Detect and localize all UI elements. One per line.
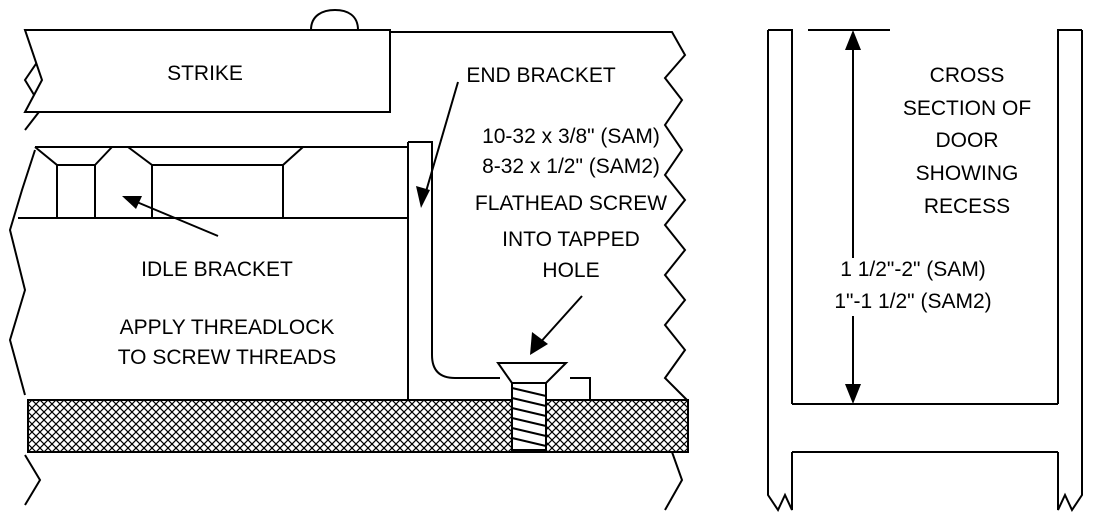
- door-left-wall: [767, 29, 793, 513]
- screw-spec-line-1: 10-32 x 3/8" (SAM): [482, 125, 660, 148]
- end-bracket-tab: [570, 377, 591, 400]
- dimension-text-sam2: 1"-1 1/2" (SAM2): [834, 290, 991, 313]
- dimension-text-sam: 1 1/2"-2" (SAM): [840, 258, 986, 281]
- right-break-edge-bottom: [664, 451, 684, 511]
- screw-spec-line-2: 8-32 x 1/2" (SAM2): [482, 155, 660, 178]
- cross-section-title-line-3: DOOR: [936, 129, 999, 152]
- left-break-edge-lower: [8, 149, 36, 396]
- strike-rivet: [309, 8, 360, 31]
- screw-spec-line-4: INTO TAPPED: [502, 228, 640, 251]
- idle-bracket-hole-left: [34, 146, 113, 218]
- idle-bracket-hole-right: [127, 146, 304, 218]
- crosshatched-rail: [27, 399, 689, 453]
- right-break-edge: [390, 31, 688, 401]
- dimension-text-mask: [813, 258, 1013, 316]
- door-right-wall: [1057, 29, 1083, 513]
- screw-spec-line-5: HOLE: [542, 259, 599, 282]
- right-cross-section-drawing: CROSS SECTION OF DOOR SHOWING RECESS 1 1…: [767, 29, 1083, 513]
- idle-bracket-label: IDLE BRACKET: [141, 258, 293, 281]
- screw-threads: [511, 387, 547, 447]
- screw-leader-arrow: [530, 295, 583, 355]
- cross-section-title-line-4: SHOWING: [916, 162, 1019, 185]
- cross-section-title-line-2: SECTION OF: [903, 97, 1031, 120]
- left-assembly-drawing: STRIKE END BRACKET IDLE BRACKET APPLY TH…: [8, 8, 689, 511]
- threadlock-note-line-1: APPLY THREADLOCK: [120, 316, 335, 339]
- left-break-edge-bottom: [24, 454, 42, 506]
- strike-label: STRIKE: [167, 62, 243, 85]
- dimension-arrow-top: [845, 30, 861, 50]
- threadlock-note-line-2: TO SCREW THREADS: [118, 346, 337, 369]
- end-bracket-leader-arrow: [416, 81, 459, 208]
- cross-section-title-line-5: RECESS: [924, 195, 1010, 218]
- screw-spec-line-3: FLATHEAD SCREW: [475, 192, 667, 215]
- flathead-screw-head: [496, 362, 569, 384]
- dimension-arrow-bottom: [845, 384, 861, 404]
- idle-bracket-leader-arrow: [122, 196, 219, 237]
- end-bracket: [408, 141, 500, 379]
- end-bracket-label: END BRACKET: [466, 64, 616, 87]
- cross-section-title-line-1: CROSS: [930, 64, 1005, 87]
